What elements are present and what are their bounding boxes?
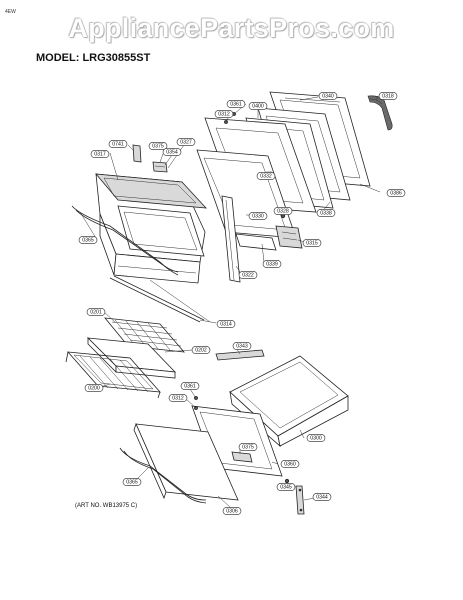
callout-0332: 0332 bbox=[256, 172, 276, 180]
callout-label: 0340 bbox=[322, 93, 334, 99]
callout-0315: 0315 bbox=[302, 239, 322, 247]
callout-label: 0315 bbox=[306, 240, 318, 246]
latch-0375-top bbox=[152, 161, 168, 173]
callout-label: 0322 bbox=[242, 272, 254, 278]
callout-0339: 0339 bbox=[262, 260, 282, 268]
callout-label: 0330 bbox=[252, 213, 264, 219]
drawer-bracket-0344 bbox=[295, 485, 305, 515]
bottom-rail-0314 bbox=[109, 275, 205, 323]
callout-label: 0365 bbox=[126, 479, 138, 485]
callout-0741: 0741 bbox=[108, 140, 128, 148]
callout-0200: 0200 bbox=[84, 384, 104, 392]
callout-0354: 0354 bbox=[162, 148, 182, 156]
callout-0201: 0201 bbox=[86, 308, 106, 316]
callout-label: 0365 bbox=[82, 237, 94, 243]
art-number: (ART NO. WB13975 C) bbox=[75, 503, 138, 509]
callout-label: 0354 bbox=[166, 149, 178, 155]
callout-label: 0300 bbox=[310, 435, 322, 441]
callout-0314: 0314 bbox=[216, 320, 236, 328]
callout-0361-bottom: 0361 bbox=[180, 382, 200, 390]
callout-0344: 0344 bbox=[312, 493, 332, 501]
callout-0306: 0306 bbox=[222, 507, 242, 515]
callout-0400: 0400 bbox=[248, 102, 268, 110]
callout-label: 0375 bbox=[152, 143, 164, 149]
callout-0202: 0202 bbox=[191, 346, 211, 354]
callout-0345: 0345 bbox=[276, 483, 296, 491]
callout-0318: 0318 bbox=[378, 92, 398, 100]
callout-labels: 0361 0400 0340 0318 0312 0741 0375 0327 0317 0354… bbox=[78, 92, 406, 515]
callout-label: 0317 bbox=[94, 151, 106, 157]
callout-label: 0375 bbox=[242, 444, 254, 450]
callout-label: 0361 bbox=[230, 101, 242, 107]
callout-label: 0338 bbox=[320, 210, 332, 216]
callout-label: 0361 bbox=[184, 383, 196, 389]
callout-0361-top: 0361 bbox=[226, 100, 246, 108]
side-trim-0322 bbox=[221, 195, 241, 283]
callout-label: 0344 bbox=[316, 494, 328, 500]
callout-label: 0312 bbox=[218, 111, 230, 117]
drawer-slide-0343 bbox=[215, 349, 265, 361]
door-gasket-0318 bbox=[367, 95, 393, 131]
callout-0312-bottom: 0312 bbox=[168, 394, 188, 402]
drawer-front-0306 bbox=[119, 422, 239, 504]
callout-0365-top: 0365 bbox=[78, 236, 98, 244]
callout-label: 0400 bbox=[252, 103, 264, 109]
callout-0328: 0328 bbox=[273, 207, 293, 215]
callout-0360: 0360 bbox=[280, 460, 300, 468]
callout-label: 0202 bbox=[195, 347, 207, 353]
callout-0338: 0338 bbox=[316, 209, 336, 217]
callout-0386: 0386 bbox=[386, 189, 406, 197]
callout-label: 0741 bbox=[112, 141, 124, 147]
callout-label: 0318 bbox=[382, 93, 394, 99]
watermark-logo: AppliancePartsPros.com bbox=[68, 13, 395, 43]
callout-0375-bottom: 0375 bbox=[238, 443, 258, 451]
page-tag: 4EW bbox=[5, 9, 16, 15]
callout-label: 0200 bbox=[88, 385, 100, 391]
callout-0327: 0327 bbox=[176, 138, 196, 146]
callout-label: 0328 bbox=[277, 208, 289, 214]
door-hinge-0315 bbox=[275, 225, 303, 249]
oven-door-front bbox=[71, 173, 211, 323]
callout-label: 0201 bbox=[90, 309, 102, 315]
callout-label: 0386 bbox=[390, 190, 402, 196]
callout-label: 0314 bbox=[220, 321, 232, 327]
callout-0330: 0330 bbox=[248, 212, 268, 220]
callout-0340: 0340 bbox=[318, 92, 338, 100]
callout-label: 0360 bbox=[284, 461, 296, 467]
vent-panel-0330 bbox=[235, 233, 277, 251]
callout-label: 0339 bbox=[266, 261, 278, 267]
callout-label: 0306 bbox=[226, 508, 238, 514]
callout-0375-top: 0375 bbox=[148, 142, 168, 150]
model-title: MODEL: LRG30855ST bbox=[36, 52, 151, 64]
callout-0312-top: 0312 bbox=[214, 110, 234, 118]
callout-label: 0343 bbox=[236, 343, 248, 349]
callout-label: 0327 bbox=[180, 139, 192, 145]
callout-label: 0332 bbox=[260, 173, 272, 179]
callout-label: 0345 bbox=[280, 484, 292, 490]
callout-0300: 0300 bbox=[306, 434, 326, 442]
oven-rack-0200 bbox=[65, 351, 161, 399]
callout-0343: 0343 bbox=[232, 342, 252, 350]
callout-0365-bottom: 0365 bbox=[122, 478, 142, 486]
callout-0317: 0317 bbox=[90, 150, 110, 158]
callout-0322: 0322 bbox=[238, 271, 258, 279]
leader-lines bbox=[79, 95, 381, 509]
broil-pan-grid-0201 bbox=[104, 317, 185, 353]
callout-label: 0312 bbox=[172, 395, 184, 401]
vent-bracket-0741 bbox=[132, 144, 142, 163]
